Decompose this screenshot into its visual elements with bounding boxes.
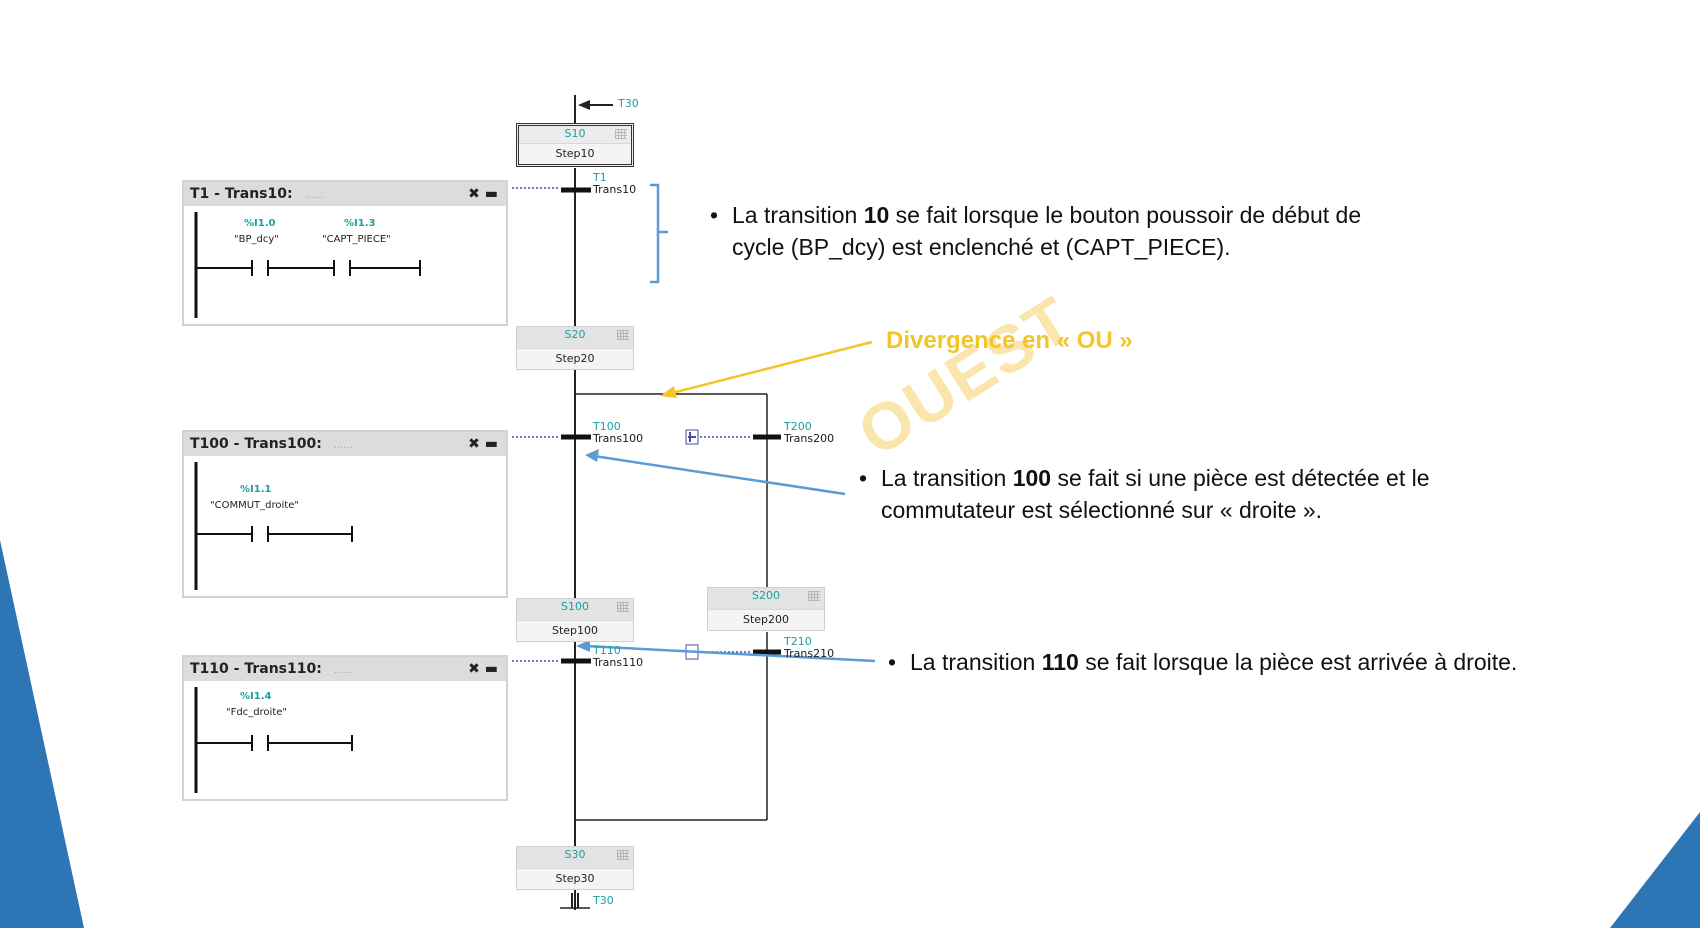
right-corner-decoration bbox=[1610, 812, 1700, 928]
step-grid-icon bbox=[617, 602, 629, 612]
transition-name: Trans10 bbox=[593, 183, 637, 196]
contact-address: %I1.0 bbox=[244, 218, 276, 229]
bullet-text-before: La transition bbox=[910, 649, 1042, 675]
step-name: Step200 bbox=[708, 609, 824, 630]
transition-t110-label[interactable]: T110 Trans110 bbox=[593, 645, 643, 669]
bullet-line2: cycle (BP_dcy) est enclenché et (CAPT_PI… bbox=[732, 234, 1231, 260]
step-id: S30 bbox=[564, 848, 586, 861]
divergence-label: Divergence en « OU » bbox=[886, 327, 1133, 354]
bullet-bold: 10 bbox=[863, 202, 890, 228]
bullet-transition-100: • La transition 100 se fait si une pièce… bbox=[859, 462, 1601, 526]
bullet-dot: • bbox=[859, 465, 868, 491]
step-id: S10 bbox=[564, 127, 586, 140]
step-s10[interactable]: S10 Step10 bbox=[516, 123, 634, 167]
bullet-dot: • bbox=[710, 202, 719, 228]
step-name: Step100 bbox=[517, 620, 633, 641]
ladder-rung bbox=[194, 687, 353, 793]
panel-title: T100 - Trans100: bbox=[190, 436, 322, 452]
transition-id: T1 bbox=[593, 171, 607, 184]
contact-name: "BP_dcy" bbox=[234, 234, 279, 245]
step-grid-icon bbox=[615, 129, 627, 139]
transition-t100-label[interactable]: T100 Trans100 bbox=[593, 421, 643, 445]
contact-address: %I1.3 bbox=[344, 218, 376, 229]
bottom-transition-label: T30 bbox=[593, 894, 614, 907]
transition-id: T110 bbox=[593, 644, 621, 657]
step-s100[interactable]: S100 Step100 bbox=[516, 598, 634, 642]
panel-controls[interactable]: ✖ ▬ bbox=[468, 661, 498, 677]
panel-header: T100 - Trans100:...... ✖ ▬ bbox=[184, 432, 506, 456]
step-name: Step10 bbox=[519, 143, 631, 164]
condition-panel-t100[interactable]: T100 - Trans100:...... ✖ ▬ %I1.1 "COMMUT… bbox=[182, 430, 508, 598]
ladder-rung bbox=[194, 462, 353, 590]
bullet-text-before: La transition bbox=[881, 465, 1013, 491]
panel-controls[interactable]: ✖ ▬ bbox=[468, 186, 498, 202]
step-name: Step30 bbox=[517, 868, 633, 889]
bullet-transition-10: • La transition 10 se fait lorsque le bo… bbox=[710, 199, 1512, 263]
step-s200[interactable]: S200 Step200 bbox=[707, 587, 825, 631]
panel-header: T110 - Trans110:...... ✖ ▬ bbox=[184, 657, 506, 681]
step-grid-icon bbox=[617, 850, 629, 860]
step-id: S100 bbox=[561, 600, 589, 613]
transition-name: Trans100 bbox=[593, 432, 644, 445]
left-corner-decoration bbox=[0, 540, 84, 928]
transition-id: T100 bbox=[593, 420, 621, 433]
bullet-dot: • bbox=[888, 649, 897, 675]
bullet-transition-110: • La transition 110 se fait lorsque la p… bbox=[888, 646, 1670, 678]
bullet-bold: 110 bbox=[1041, 649, 1079, 675]
ladder-rung bbox=[194, 212, 421, 318]
bullet-text-after: se fait si une pièce est détectée et le bbox=[1051, 465, 1430, 491]
bullet-text-after: se fait lorsque la pièce est arrivée à d… bbox=[1078, 649, 1518, 675]
transition-name: Trans110 bbox=[593, 656, 644, 669]
step-name: Step20 bbox=[517, 348, 633, 369]
contact-name: "Fdc_droite" bbox=[226, 707, 288, 718]
panel-header: T1 - Trans10:...... ✖ ▬ bbox=[184, 182, 506, 206]
contact-name: "CAPT_PIECE" bbox=[322, 234, 391, 245]
step-grid-icon bbox=[617, 330, 629, 340]
step-grid-icon bbox=[808, 591, 820, 601]
step-s30[interactable]: S30 Step30 bbox=[516, 846, 634, 890]
bullet-bold: 100 bbox=[1012, 465, 1052, 491]
bullet-line2: commutateur est sélectionné sur « droite… bbox=[881, 497, 1323, 523]
bullet-text-after: se fait lorsque le bouton poussoir de dé… bbox=[889, 202, 1362, 228]
transition-t1-label[interactable]: T1 Trans10 bbox=[593, 172, 636, 196]
contact-address: %I1.1 bbox=[240, 484, 272, 495]
transition-id: T210 bbox=[784, 635, 812, 648]
panel-title: T110 - Trans110: bbox=[190, 661, 322, 677]
transition-id: T200 bbox=[784, 420, 812, 433]
step-id: S20 bbox=[564, 328, 586, 341]
transition-name: Trans210 bbox=[784, 647, 835, 660]
condition-panel-t1[interactable]: T1 - Trans10:...... ✖ ▬ %I1.0 "BP_dcy" %… bbox=[182, 180, 508, 326]
top-transition-label: T30 bbox=[618, 97, 639, 110]
contact-name: "COMMUT_droite" bbox=[210, 500, 299, 511]
step-s20[interactable]: S20 Step20 bbox=[516, 326, 634, 370]
transition-name: Trans200 bbox=[784, 432, 835, 445]
panel-controls[interactable]: ✖ ▬ bbox=[468, 436, 498, 452]
transition-t200-label[interactable]: T200 Trans200 bbox=[784, 421, 834, 445]
transition-t210-label[interactable]: T210 Trans210 bbox=[784, 636, 834, 660]
contact-address: %I1.4 bbox=[240, 691, 272, 702]
bullet-text-before: La transition bbox=[732, 202, 864, 228]
condition-panel-t110[interactable]: T110 - Trans110:...... ✖ ▬ %I1.4 "Fdc_dr… bbox=[182, 655, 508, 801]
panel-title: T1 - Trans10: bbox=[190, 186, 293, 202]
step-id: S200 bbox=[752, 589, 780, 602]
